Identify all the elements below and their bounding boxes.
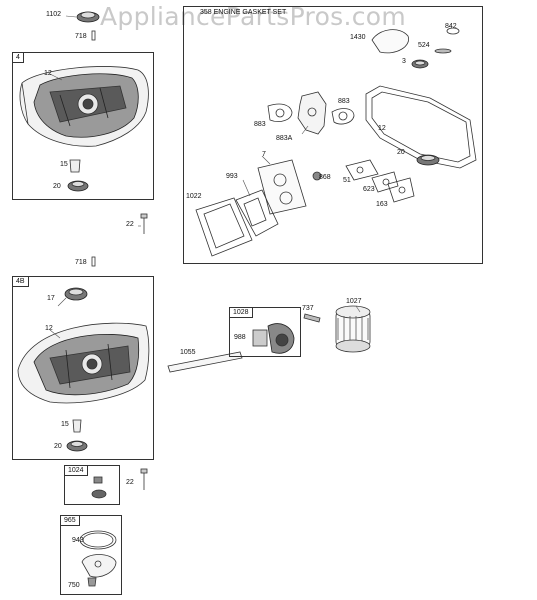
label-15-box4: 15 xyxy=(60,161,68,168)
pin-718-drawing xyxy=(91,30,96,41)
box-4b: 4B xyxy=(12,276,154,460)
sump-cover-4-drawing xyxy=(19,66,149,147)
gasket-1022-drawing xyxy=(195,197,253,257)
box-1024: 1024 xyxy=(64,465,120,505)
seal-20-top-drawing xyxy=(67,180,89,192)
label-993: 993 xyxy=(226,173,238,180)
tube-1055-drawing xyxy=(167,351,243,373)
box-1028: 1028 xyxy=(229,307,301,357)
label-1022: 1022 xyxy=(186,193,202,200)
seal-524-drawing xyxy=(434,48,452,54)
label-12-set: 12 xyxy=(378,125,386,132)
gasket-12-drawing xyxy=(365,85,477,169)
breather-1024-drawing xyxy=(91,476,107,499)
adapter-1028-drawing xyxy=(252,323,295,354)
label-20-set: 20 xyxy=(397,149,405,156)
label-1102: 1102 xyxy=(46,11,62,18)
nipple-737-drawing xyxy=(303,313,321,323)
label-12-box4b: 12 xyxy=(45,325,53,332)
label-1430: 1430 xyxy=(350,34,366,41)
gasket-965-drawing xyxy=(79,530,117,587)
label-3: 3 xyxy=(402,58,406,65)
label-17: 17 xyxy=(47,295,55,302)
box-1028-tag: 1028 xyxy=(230,308,253,318)
box-4: 4 xyxy=(12,52,154,200)
sleeve-15b-drawing xyxy=(72,419,82,433)
gasket-883-right-drawing xyxy=(331,108,355,125)
bolt-22-top-drawing xyxy=(140,213,148,234)
label-737: 737 xyxy=(302,305,314,312)
oil-filter-1027-drawing xyxy=(335,305,371,353)
label-718-top: 718 xyxy=(75,33,87,40)
label-883a: 883A xyxy=(276,135,293,142)
seal-20-set-drawing xyxy=(416,154,440,166)
bolt-22-bottom-drawing xyxy=(140,468,148,490)
sump-cover-4b-drawing xyxy=(17,322,150,404)
seal-3-drawing xyxy=(411,59,429,69)
label-51: 51 xyxy=(343,177,351,184)
label-988: 988 xyxy=(234,334,246,341)
label-883-right: 883 xyxy=(338,98,350,105)
label-20-box4b: 20 xyxy=(54,443,62,450)
gasket-883a-drawing xyxy=(297,91,327,135)
gasket-163-drawing xyxy=(387,177,415,203)
label-883-left: 883 xyxy=(254,121,266,128)
seal-20-bottom-drawing xyxy=(66,440,88,452)
box-965: 965 xyxy=(60,515,122,595)
label-22-bottom: 22 xyxy=(126,479,134,486)
box-gasket-set xyxy=(183,6,483,264)
pin-718b-drawing xyxy=(91,256,96,267)
label-20-box4: 20 xyxy=(53,183,61,190)
box-4b-tag: 4B xyxy=(13,277,29,287)
label-15-box4b: 15 xyxy=(61,421,69,428)
gasket-1430-drawing xyxy=(371,29,409,54)
label-524: 524 xyxy=(418,42,430,49)
label-943: 943 xyxy=(72,537,84,544)
seal-17-drawing xyxy=(64,287,88,301)
gasket-883-left-drawing xyxy=(267,103,293,122)
gasket-set-title: 358 ENGINE GASKET SET xyxy=(200,9,287,16)
box-4-tag: 4 xyxy=(13,53,24,63)
label-12-box4: 12 xyxy=(44,70,52,77)
label-718-bottom: 718 xyxy=(75,259,87,266)
label-1027: 1027 xyxy=(346,298,362,305)
label-623: 623 xyxy=(363,186,375,193)
label-750: 750 xyxy=(68,582,80,589)
head-gasket-7-drawing xyxy=(257,159,307,215)
box-965-tag: 965 xyxy=(61,516,80,526)
sleeve-15-drawing xyxy=(69,159,81,173)
seal-1102-drawing xyxy=(76,11,100,23)
gasket-993-drawing xyxy=(235,189,279,237)
valve-seal-868-drawing xyxy=(312,171,322,181)
label-163: 163 xyxy=(376,201,388,208)
label-1055: 1055 xyxy=(180,349,196,356)
box-1024-tag: 1024 xyxy=(65,466,88,476)
label-7: 7 xyxy=(262,151,266,158)
gasket-51-drawing xyxy=(345,159,379,181)
washer-842-drawing xyxy=(446,27,460,35)
label-842: 842 xyxy=(445,23,457,30)
gasket-623-drawing xyxy=(371,171,399,193)
label-22-top: 22 xyxy=(126,221,134,228)
label-868: 868 xyxy=(319,174,331,181)
